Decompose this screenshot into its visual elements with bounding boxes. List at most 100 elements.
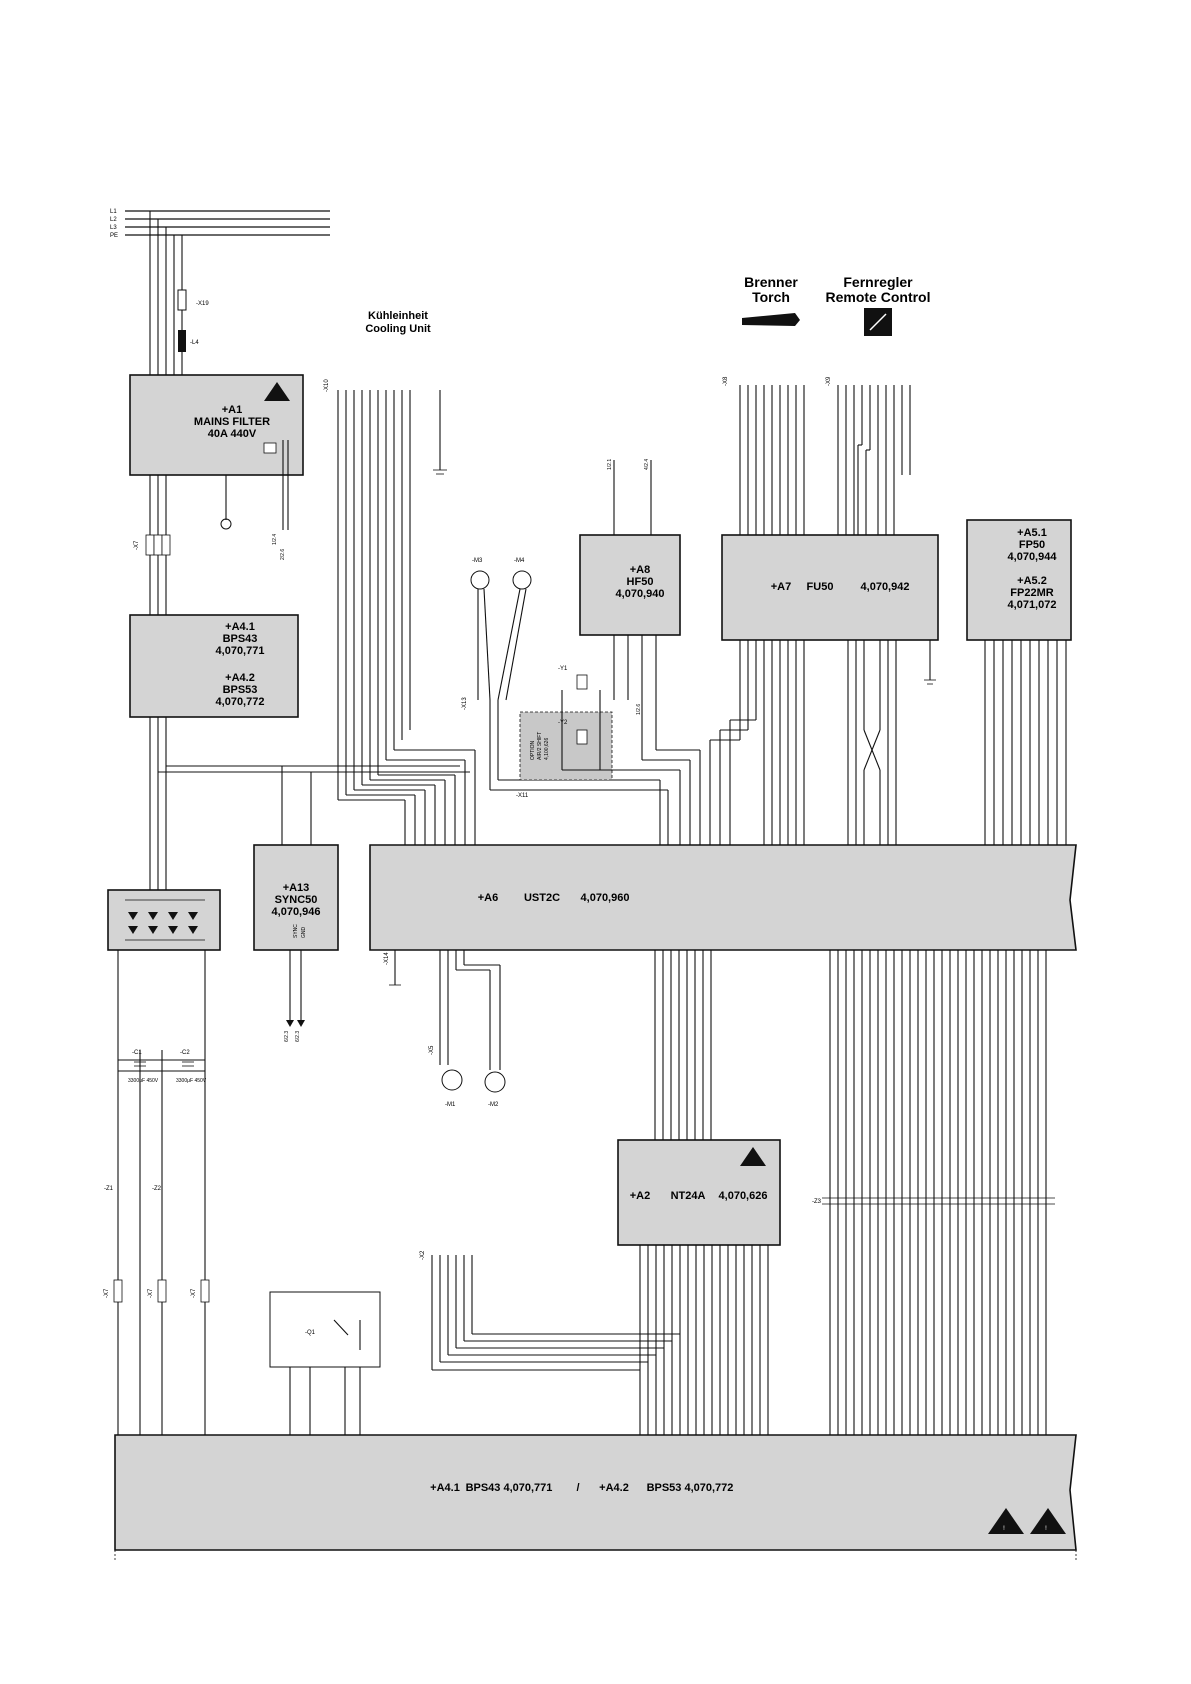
ref-m2: -M2: [488, 1102, 499, 1108]
supply-line-l3: L3: [110, 225, 117, 231]
ref-y2: -Y2: [558, 720, 568, 726]
cooling-unit-label-de: Kühleinheit: [368, 310, 428, 322]
a4b-name2: BPS53 4,070,772: [647, 1482, 734, 1494]
crossref-4-2-4: 4/2.4: [644, 459, 650, 470]
a5-name2: FP22MR: [1010, 587, 1053, 599]
svg-text:!: !: [1045, 1526, 1047, 1532]
ref-x9: -X9: [826, 376, 832, 386]
warning-triangle-icon: [988, 1508, 1024, 1534]
module-a7-fu50: +A7 FU50 4,070,942: [721, 534, 939, 685]
ref-x7-z2: -X7: [148, 1288, 154, 1298]
ref-z3: -Z3: [812, 1199, 822, 1205]
module-a6-ust2c: +A6 UST2C 4,070,960 -X14: [369, 844, 1077, 986]
ref-x2: -X2: [420, 1250, 426, 1260]
diode-icon: [128, 926, 138, 934]
ref-z2: -Z2: [152, 1186, 162, 1192]
a4-num1: 4,070,771: [216, 645, 265, 657]
fan-m3-icon: [470, 570, 490, 590]
a8-num: 4,070,940: [616, 588, 665, 600]
supply-line-l2: L2: [110, 217, 117, 223]
a1-name: MAINS FILTER: [194, 416, 270, 428]
warning-triangle-icon: [740, 1147, 766, 1166]
supply-line-l1: L1: [110, 209, 117, 215]
a5-tag2: +A5.2: [1017, 575, 1047, 587]
diode-icon: [148, 926, 158, 934]
a2-to-bottom-bus-wires: [639, 1245, 769, 1435]
rectifier-bridge: [107, 889, 221, 951]
a6-num: 4,070,960: [581, 892, 630, 904]
ref-m1: -M1: [445, 1102, 456, 1108]
x9-wires: -X9: [826, 376, 911, 535]
x8-wires: -X8: [723, 376, 805, 535]
ref-l4: -L4: [190, 340, 199, 346]
module-a4-bps-top: +A4.1 BPS43 4,070,771 +A4.2 BPS53 4,070,…: [129, 614, 299, 718]
switch-contact-icon: [333, 1319, 349, 1336]
fan-m1-icon: [441, 1069, 463, 1091]
a4-to-rectifier-wires: [149, 717, 470, 890]
torch-label-de: Brenner: [744, 274, 798, 290]
option-line3: 4,100,626: [544, 738, 550, 760]
a2-name: NT24A: [671, 1190, 706, 1202]
a4-num2: 4,070,772: [216, 696, 265, 708]
a2-tag: +A2: [630, 1190, 651, 1202]
a4b-tag2: +A4.2: [599, 1482, 629, 1494]
a4-tag1: +A4.1: [225, 621, 255, 633]
a13-tag: +A13: [283, 882, 310, 894]
torch-remote-labels: Brenner Torch Fernregler Remote Control: [742, 274, 931, 336]
warning-triangle-icon: [1030, 1508, 1066, 1534]
a1-to-a4-wires: -X7: [134, 475, 171, 615]
a13-pin-gnd: GND: [301, 927, 307, 939]
earth-icon: [220, 518, 232, 530]
ref-q1: -Q1: [305, 1330, 316, 1336]
torch-label-en: Torch: [752, 289, 790, 305]
a4b-tag1: +A4.1: [430, 1482, 460, 1494]
crossref-1-2-1: 1/2.1: [607, 459, 613, 470]
diode-icon: [188, 926, 198, 934]
a6-tag: +A6: [478, 892, 499, 904]
a1-tag: +A1: [222, 404, 243, 416]
a4b-sep: /: [576, 1482, 579, 1494]
ref-x13: -X13: [462, 697, 468, 710]
a5-tag1: +A5.1: [1017, 527, 1047, 539]
a4b-name1: BPS43 4,070,771: [466, 1482, 553, 1494]
crossref-2-2-6: 2/2.6: [280, 549, 286, 560]
fans-top: -M3 -M4 -X13 -X11: [462, 558, 668, 799]
a13-pin-sync: SYNC: [293, 924, 299, 938]
supply-line-pe: PE: [110, 233, 118, 239]
ref-m4: -M4: [514, 558, 525, 564]
ref-x10: -X10: [324, 379, 330, 392]
diode-icon: [168, 926, 178, 934]
ref-x14: -X14: [384, 952, 390, 965]
a13-num: 4,070,946: [272, 906, 321, 918]
a5-to-a6-wires: [984, 640, 1067, 845]
x2-cable-loop: -X2: [420, 1250, 680, 1371]
c2-value: 3300μF 450V: [176, 1078, 207, 1084]
fan-m2-icon: [484, 1071, 506, 1093]
ref-m3: -M3: [472, 558, 483, 564]
torch-icon: [742, 313, 800, 326]
valve-y1-icon: [576, 674, 588, 690]
a4-name1: BPS43: [223, 633, 258, 645]
cooling-unit-label-en: Cooling Unit: [365, 323, 431, 335]
crossref-1-2-4: 1/2.4: [272, 534, 278, 545]
a6-name: UST2C: [524, 892, 560, 904]
ref-z1: -Z1: [104, 1186, 114, 1192]
svg-text:!: !: [1003, 1526, 1005, 1532]
valves-y1-y2: OPTION AIR/2 SHIFT 4,100,626 -Y1 -Y2: [519, 666, 680, 781]
a7-name: FU50: [807, 581, 834, 593]
a5-num2: 4,071,072: [1008, 599, 1057, 611]
ref-c2: -C2: [180, 1050, 190, 1056]
ref-x7-top: -X7: [134, 540, 140, 550]
ref-x7-z3: -X7: [191, 1288, 197, 1298]
module-a1-mains-filter: +A1 MAINS FILTER 40A 440V: [129, 374, 304, 476]
diode-icon: [168, 912, 178, 920]
ref-x11: -X11: [516, 793, 529, 799]
warning-triangle-icon: [264, 382, 290, 401]
ref-x5: -X5: [429, 1045, 435, 1055]
a8-tag: +A8: [630, 564, 651, 576]
option-line1: OPTION: [530, 740, 536, 760]
remote-label-de: Fernregler: [843, 274, 913, 290]
a1-rating: 40A 440V: [208, 428, 257, 440]
a5-num1: 4,070,944: [1008, 551, 1058, 563]
